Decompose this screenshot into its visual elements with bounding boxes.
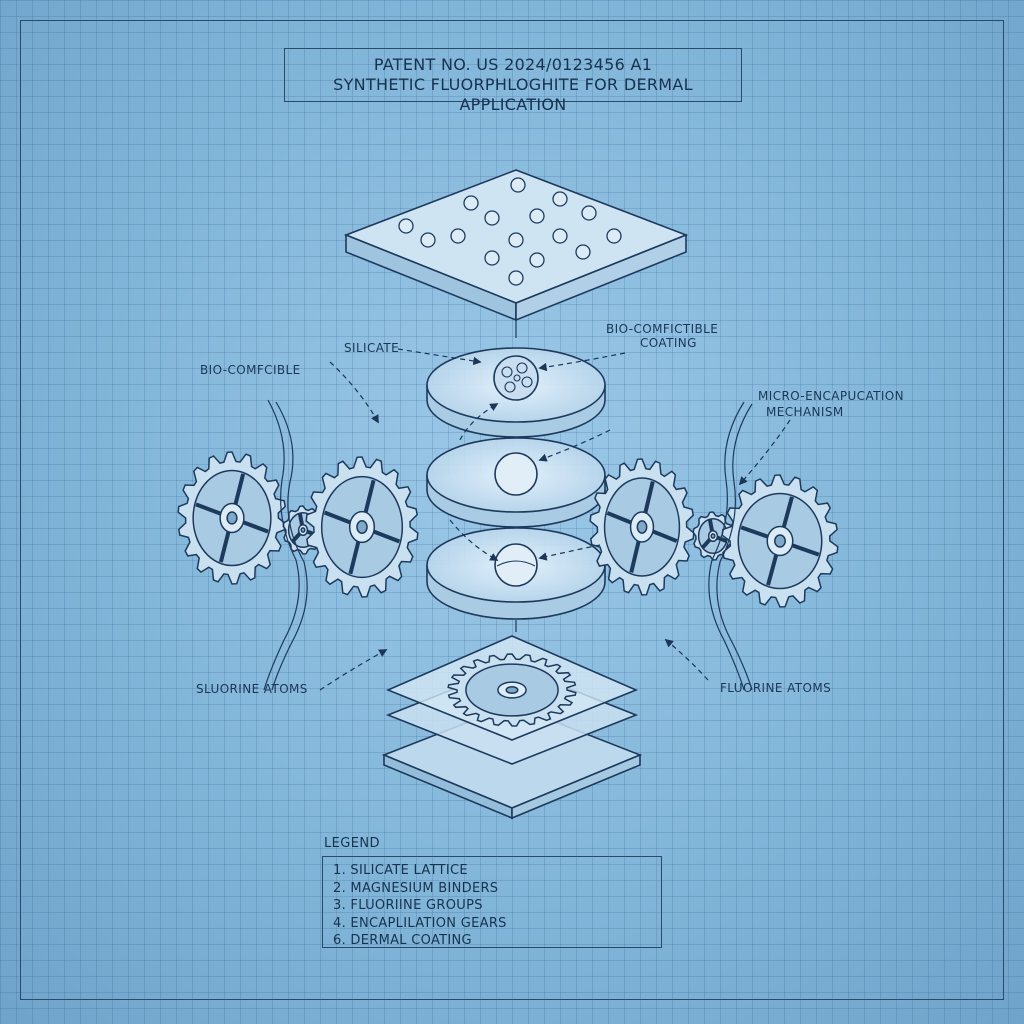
- label-fluorine-atoms-right: FLUORINE ATOMS: [720, 681, 832, 695]
- legend-heading: LEGEND: [324, 836, 380, 851]
- disc-2: [426, 437, 606, 528]
- drawing-border: [20, 20, 1004, 1000]
- title-block: PATENT NO. US 2024/0123456 A1 SYNTHETIC …: [284, 48, 742, 114]
- fluorine-strands: [263, 399, 753, 691]
- patent-number: PATENT NO. US 2024/0123456 A1: [373, 55, 653, 74]
- coating-disc-stack: [426, 347, 606, 632]
- label-bio-compatible-left: BIO-COMFCIBLE: [200, 363, 301, 377]
- gear-left-outer: [177, 451, 287, 585]
- legend-box: 1. SILICATE LATTICE 2. MAGNESIUM BINDERS…: [322, 856, 662, 948]
- legend-item: 6. DERMAL COATING: [333, 933, 472, 948]
- legend-item: 2. MAGNESIUM BINDERS: [333, 880, 499, 896]
- label-fluorine-atoms-left: SLUORINE ATOMS: [196, 682, 308, 696]
- legend-item: 1. SILICATE LATTICE: [333, 863, 468, 878]
- label-silicate: SILICATE: [344, 341, 400, 355]
- silicate-lattice-plate: [343, 169, 689, 338]
- legend-item: 4. ENCAPLILATION GEARS: [333, 915, 507, 931]
- gear-right-outer: [721, 474, 839, 608]
- disc-3: [426, 527, 606, 620]
- leader-lines: [319, 348, 791, 691]
- gear-right-inner: [589, 458, 695, 596]
- label-bio-compatible: BIO-COMFICTIBLE: [606, 322, 719, 336]
- label-mechanism: MECHANISM: [766, 405, 844, 419]
- gear-left-inner: [305, 456, 419, 598]
- label-micro-encapsulation: MICRO-ENCAPUCATION: [758, 389, 905, 403]
- label-coating: COATING: [640, 336, 697, 350]
- legend-item: 3. FLUORIINE GROUPS: [333, 898, 483, 913]
- encapsulation-gears: [177, 451, 839, 727]
- gear-base: [447, 653, 577, 727]
- patent-subtitle: SYNTHETIC FLUORPHLOGHITE FOR DERMAL APPL…: [333, 75, 693, 114]
